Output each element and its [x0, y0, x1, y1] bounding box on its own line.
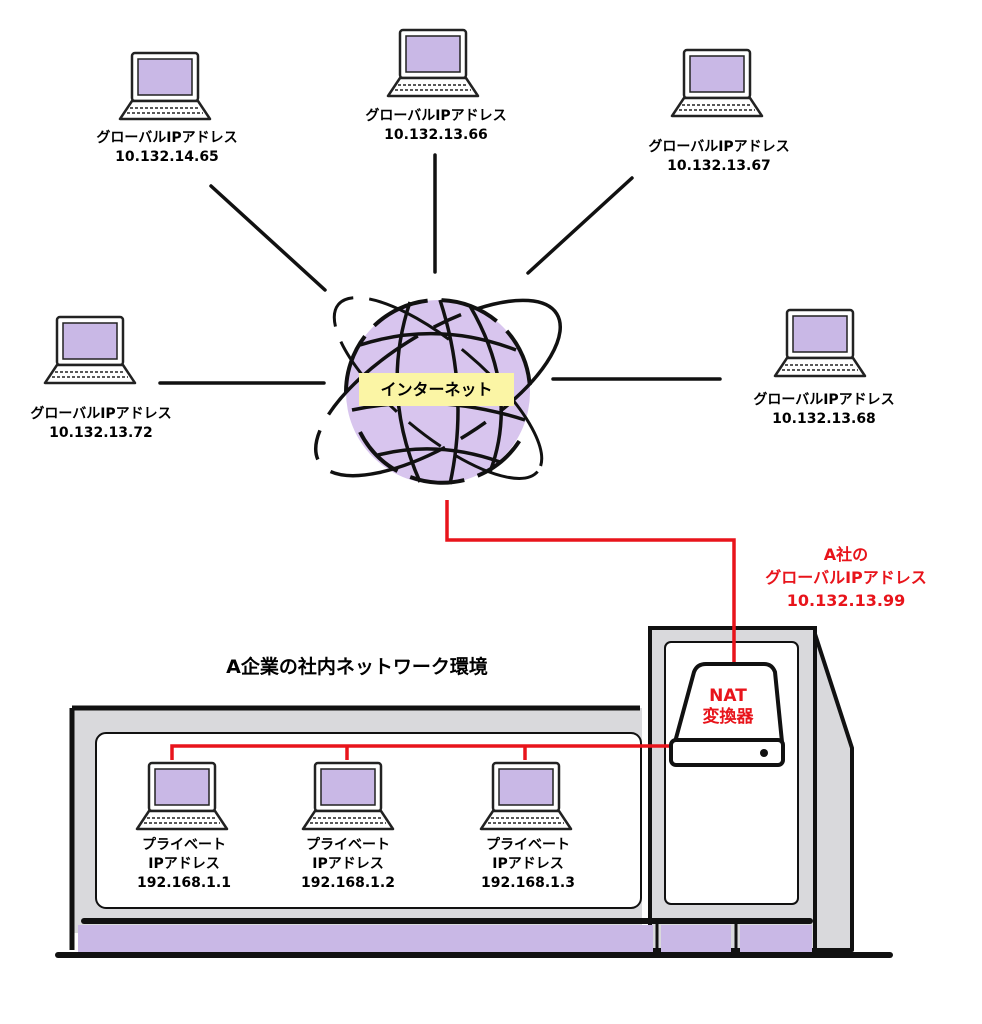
global-host-3-ip: 10.132.13.67 [667, 158, 771, 174]
laptop-icon-private-3 [479, 761, 573, 831]
global-host-3-type: グローバルIPアドレス [648, 139, 790, 155]
laptop-icon-host-1 [118, 51, 212, 121]
global-host-1-ip: 10.132.14.65 [115, 149, 219, 165]
private-host-3-line2: IPアドレス [492, 856, 564, 872]
laptop-icon-private-1 [135, 761, 229, 831]
link-host-1 [209, 184, 327, 292]
private-host-2-ip: 192.168.1.2 [301, 875, 395, 891]
private-host-3-line1: プライベート [485, 837, 570, 853]
private-host-2-label: プライベート IPアドレス 192.168.1.2 [301, 836, 395, 893]
nat-label-line1: NAT [709, 686, 747, 706]
laptop-icon-private-2 [301, 761, 395, 831]
nat-device-icon [669, 662, 785, 767]
global-host-2-label: グローバルIPアドレス 10.132.13.66 [365, 107, 506, 145]
company-network-title: A企業の社内ネットワーク環境 [226, 656, 488, 678]
link-wan [445, 500, 736, 664]
company-global-ip-line2: グローバルIPアドレス [765, 568, 927, 587]
nat-label: NAT 変換器 [703, 686, 754, 728]
private-host-1-line1: プライベート [141, 837, 226, 853]
nat-label-line2: 変換器 [702, 707, 754, 727]
global-host-4-ip: 10.132.13.72 [49, 425, 153, 441]
private-network-links [170, 500, 736, 760]
private-host-2-line2: IPアドレス [312, 856, 384, 872]
private-host-3-label: プライベート IPアドレス 192.168.1.3 [481, 836, 575, 893]
private-host-3-ip: 192.168.1.3 [481, 875, 575, 891]
global-host-5-ip: 10.132.13.68 [772, 411, 876, 427]
internet-label: インターネット [359, 373, 514, 406]
company-global-ip-value: 10.132.13.99 [786, 591, 906, 610]
company-global-ip-label: A社の グローバルIPアドレス 10.132.13.99 [765, 543, 927, 612]
global-host-2-type: グローバルIPアドレス [365, 108, 507, 124]
link-lan-bus [170, 744, 680, 760]
global-host-1-label: グローバルIPアドレス 10.132.14.65 [96, 129, 237, 167]
laptop-icon-host-5 [773, 308, 867, 378]
global-host-5-label: グローバルIPアドレス 10.132.13.68 [753, 391, 894, 429]
laptop-icon-host-2 [386, 28, 480, 98]
laptop-icon-host-4 [43, 315, 137, 385]
private-host-1-ip: 192.168.1.1 [137, 875, 231, 891]
link-host-3 [526, 176, 634, 275]
private-host-1-label: プライベート IPアドレス 192.168.1.1 [137, 836, 231, 893]
global-host-2-ip: 10.132.13.66 [384, 127, 488, 143]
global-links [158, 153, 722, 385]
private-host-2-line1: プライベート [305, 837, 390, 853]
global-host-1-type: グローバルIPアドレス [96, 130, 238, 146]
global-host-3-label: グローバルIPアドレス 10.132.13.67 [648, 138, 789, 176]
private-host-1-line2: IPアドレス [148, 856, 220, 872]
global-host-4-type: グローバルIPアドレス [30, 406, 172, 422]
global-host-4-label: グローバルIPアドレス 10.132.13.72 [30, 405, 171, 443]
laptop-icon-host-3 [670, 48, 764, 118]
company-global-ip-line1: A社の [823, 545, 869, 564]
global-host-5-type: グローバルIPアドレス [753, 392, 895, 408]
